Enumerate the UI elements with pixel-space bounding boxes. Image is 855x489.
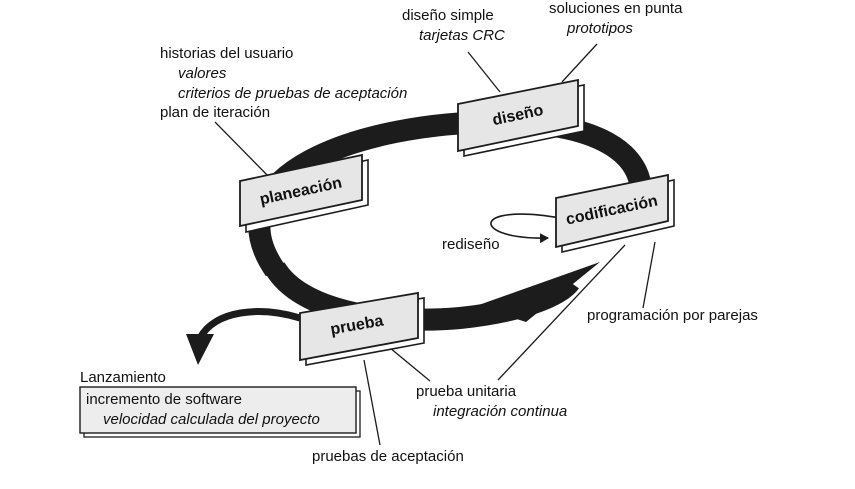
valores-text: valores — [178, 65, 227, 82]
cycle-arrowhead — [476, 262, 600, 322]
annotation-diseno-simple: diseño simple tarjetas CRC — [402, 7, 505, 44]
plan-iteracion-text: plan de iteración — [160, 104, 270, 121]
rediseno-loop — [490, 213, 561, 244]
pruebas-aceptacion-text: pruebas de aceptación — [312, 448, 464, 465]
diseno-simple-text: diseño simple — [402, 7, 494, 24]
velocidad-text: velocidad calculada del proyecto — [103, 411, 320, 428]
criterios-text: criterios de pruebas de aceptación — [178, 85, 407, 102]
phase-prueba: prueba — [299, 291, 425, 366]
leader-lines — [214, 43, 656, 446]
release-box — [79, 386, 357, 434]
phase-planeacion: planeación — [239, 153, 369, 233]
release-arrow — [196, 308, 302, 340]
soluciones-text: soluciones en punta — [549, 0, 683, 17]
prueba-unitaria-text: prueba unitaria — [416, 383, 517, 400]
prototipos-text: prototipos — [566, 20, 633, 37]
annotation-planeacion: historias del usuario valores criterios … — [160, 45, 407, 121]
rediseno-text: rediseño — [442, 236, 500, 253]
tarjetas-crc-text: tarjetas CRC — [419, 27, 505, 44]
incremento-text: incremento de software — [86, 391, 242, 408]
integracion-continua-text: integración continua — [433, 403, 567, 420]
lanzamiento-title: Lanzamiento — [80, 369, 166, 386]
release-section: Lanzamiento incremento de software veloc… — [79, 369, 361, 438]
phase-codificacion: codificación — [555, 173, 675, 254]
annotation-soluciones: soluciones en punta prototipos — [549, 0, 683, 37]
annotation-prueba-unitaria: prueba unitaria integración continua — [416, 383, 567, 420]
phase-diseno: diseño — [457, 78, 585, 157]
programacion-text: programación por parejas — [587, 307, 758, 324]
historias-text: historias del usuario — [160, 45, 293, 62]
